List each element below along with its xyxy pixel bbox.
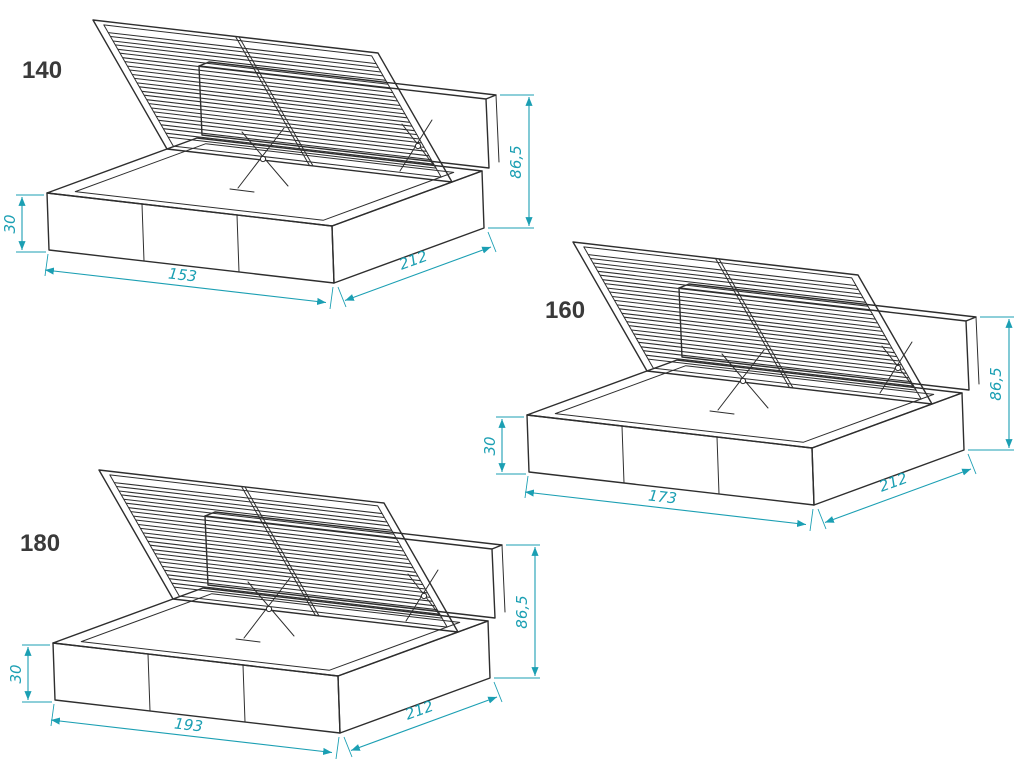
size-label-160: 160 xyxy=(545,297,585,324)
size-label-180: 180 xyxy=(20,530,60,557)
length-dimension-label: 212 xyxy=(403,697,436,724)
width-dimension-label: 173 xyxy=(647,486,678,507)
bed-diagram-140: 153 212 30 86,5 xyxy=(1,20,534,309)
bed-diagram-160: 173 212 30 86,5 xyxy=(481,242,1014,531)
total-height-dimension-label: 86,5 xyxy=(507,145,525,178)
base-height-dimension-label: 30 xyxy=(481,436,499,455)
width-dimension-label: 153 xyxy=(167,264,198,285)
width-dimension-label: 193 xyxy=(173,714,204,735)
total-height-dimension-label: 86,5 xyxy=(987,367,1005,400)
size-label-140: 140 xyxy=(22,57,62,84)
bed-diagram-180: 193 212 30 86,5 xyxy=(7,470,540,759)
length-dimension-label: 212 xyxy=(397,247,430,274)
total-height-dimension-label: 86,5 xyxy=(513,595,531,628)
base-height-dimension-label: 30 xyxy=(7,664,25,683)
length-dimension-label: 212 xyxy=(877,469,910,496)
base-height-dimension-label: 30 xyxy=(1,214,19,233)
